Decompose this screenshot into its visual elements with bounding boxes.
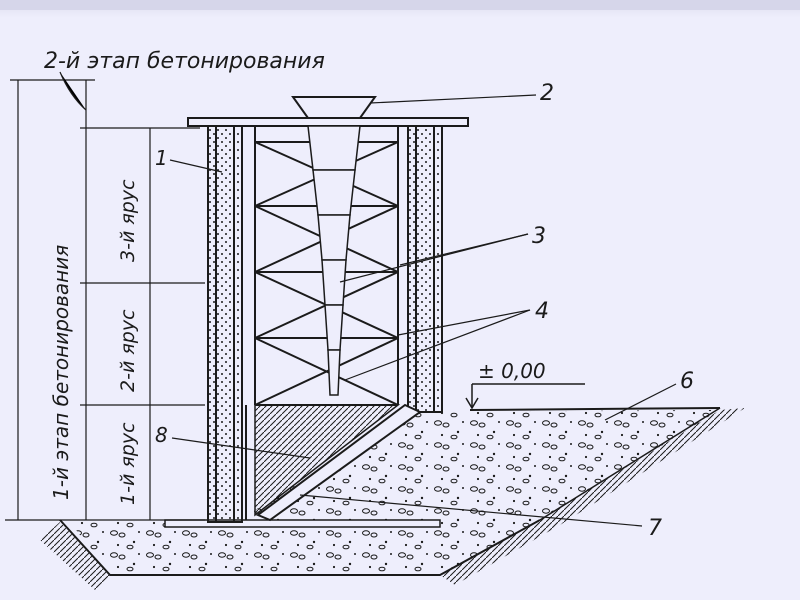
level-mark: ± 0,00 (465, 359, 585, 410)
tier2-label: 2-й ярус (117, 309, 139, 392)
right-wall (407, 121, 443, 413)
callout-4: 4 (535, 299, 549, 324)
tier1-section (245, 403, 422, 522)
concrete-chute (307, 125, 361, 396)
left-wall (207, 121, 243, 523)
callouts: 1 2 3 4 6 7 8 (155, 81, 694, 541)
callout-1: 1 (155, 146, 168, 170)
callout-7: 7 (648, 516, 662, 541)
stage1-label: 1-й этап бетонирования (49, 245, 73, 500)
callout-6: 6 (680, 369, 694, 394)
callout-2: 2 (540, 81, 554, 106)
tier1-label: 1-й ярус (117, 422, 139, 505)
callout-3: 3 (532, 224, 546, 249)
top-band (0, 0, 800, 10)
soil-hatching (40, 408, 745, 590)
hopper (291, 96, 377, 119)
tier3-label: 3-й ярус (117, 179, 139, 262)
callout-8: 8 (155, 423, 168, 447)
inclined-strut (255, 403, 422, 522)
base-plate (164, 519, 441, 528)
dimension-lines (5, 71, 205, 521)
level-label: ± 0,00 (478, 359, 546, 383)
top-beam (187, 117, 469, 127)
stage2-label: 2-й этап бетонирования (44, 49, 325, 74)
